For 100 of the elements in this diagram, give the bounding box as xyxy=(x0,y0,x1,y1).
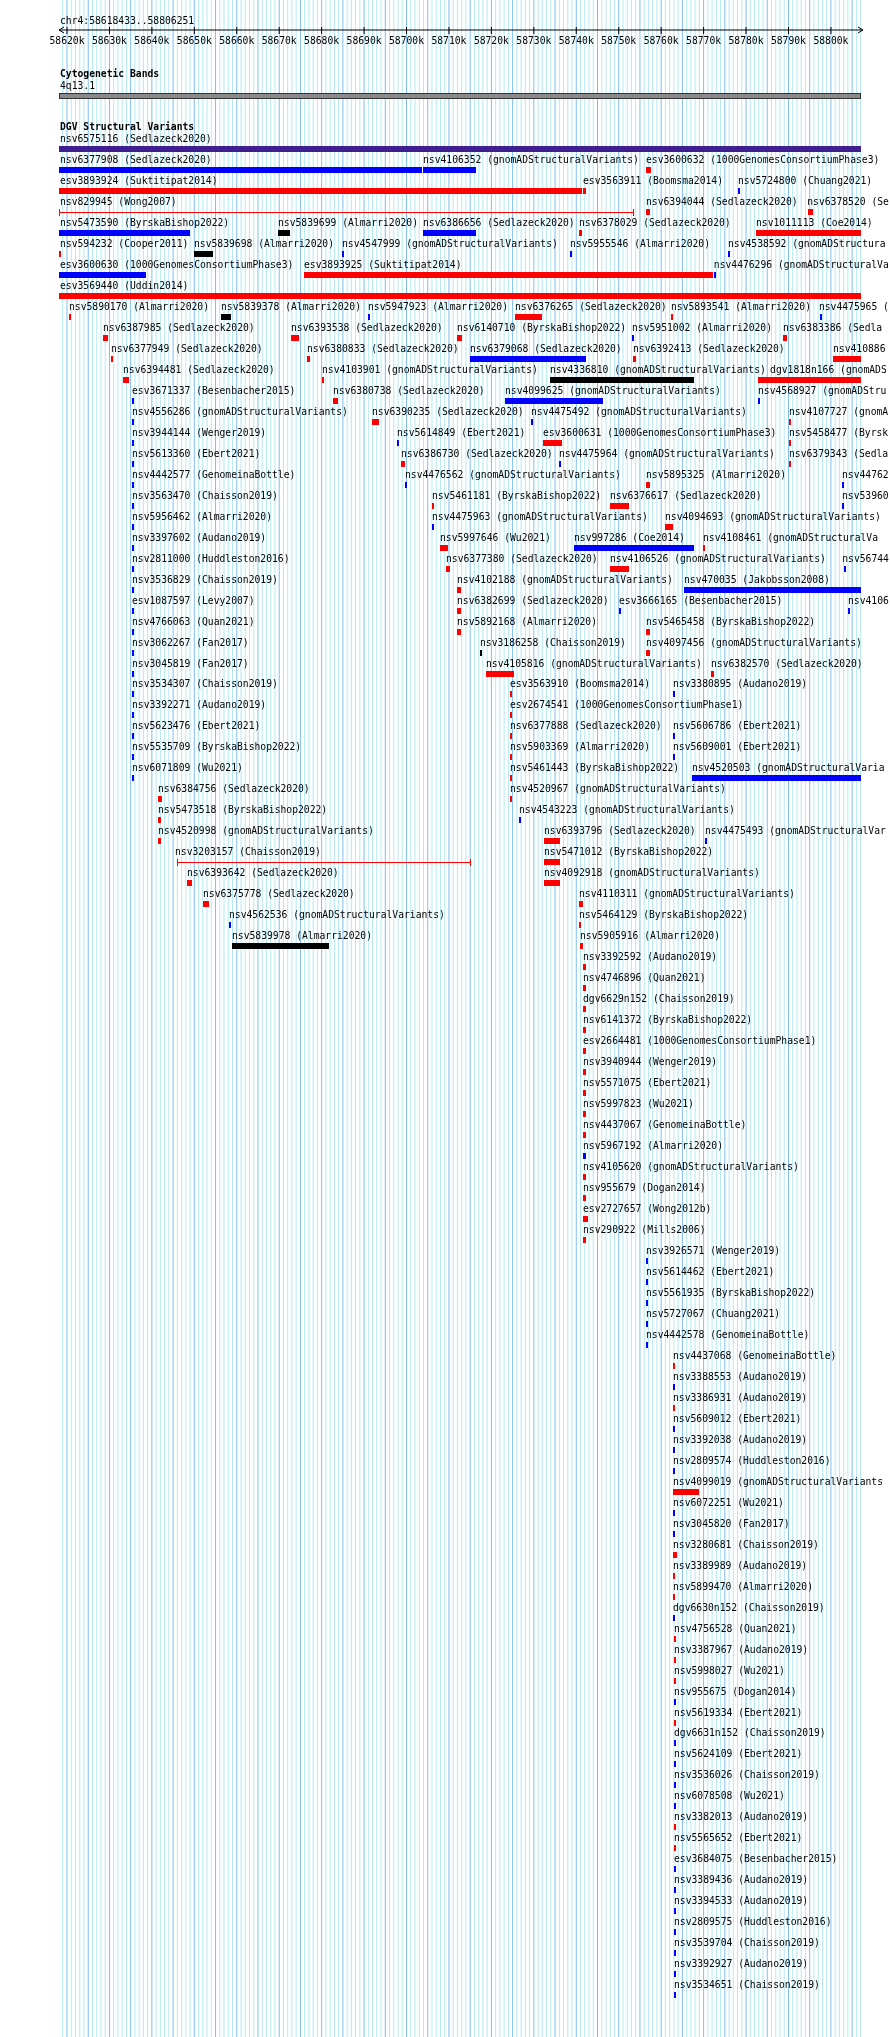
variant-label: dgv1818n166 (gnomADS xyxy=(770,362,887,376)
variant-label: nsv5890170 (Almarri2020) xyxy=(69,299,209,313)
variant-label: nsv6382570 (Sedlazeck2020) xyxy=(711,656,863,670)
tick-label: 58650k xyxy=(176,34,212,47)
variant-label: nsv6386730 (Sedlazeck2020) xyxy=(401,446,553,460)
variant-label: nsv5839978 (Almarri2020) xyxy=(232,929,372,943)
variant-label: nsv3394533 (Audano2019) xyxy=(674,1894,809,1908)
variant-label: nsv6380833 (Sedlazeck2020) xyxy=(307,341,459,355)
variant-label: nsv3563470 (Chaisson2019) xyxy=(132,488,278,502)
variant-label: nsv5464129 (ByrskaBishop2022) xyxy=(579,908,749,922)
variant-label: nsv4556286 (gnomADStructuralVariants) xyxy=(132,404,348,418)
variant-label: esv2727657 (Wong2012b) xyxy=(583,1201,712,1215)
variant-label: nsv3045820 (Fan2017) xyxy=(673,1516,790,1530)
variant-label: nsv5461443 (ByrskaBishop2022) xyxy=(510,761,680,775)
variant-label: esv1087597 (Levy2007) xyxy=(132,593,255,607)
variant-label: nsv4099019 (gnomADStructuralVariants xyxy=(673,1474,883,1488)
tick-label: 58730k xyxy=(516,34,552,47)
variant-label: nsv4336810 (gnomADStructuralVariants) xyxy=(550,362,766,376)
variant-label: esv3600630 (1000GenomesConsortiumPhase3) xyxy=(60,257,294,271)
variant-label: nsv4107727 (gnomA xyxy=(789,404,889,418)
variant-label: nsv5465458 (ByrskaBishop2022) xyxy=(646,614,816,628)
variant-label: nsv5967192 (Almarri2020) xyxy=(583,1139,723,1153)
variant-label: nsv5623476 (Ebert2021) xyxy=(132,719,261,733)
tick-label: 58640k xyxy=(134,34,170,47)
variant-label: nsv5624109 (Ebert2021) xyxy=(674,1747,803,1761)
variant-label: nsv4442577 (GenomeinaBottle) xyxy=(132,467,296,481)
variant-label: nsv2809574 (Huddleston2016) xyxy=(673,1453,831,1467)
variant-label: nsv6392413 (Sedlazeck2020) xyxy=(633,341,785,355)
variant-label: nsv5535709 (ByrskaBishop2022) xyxy=(132,740,302,754)
variant-label: nsv6377888 (Sedlazeck2020) xyxy=(510,719,662,733)
variant-label: nsv4538592 (gnomADStructura xyxy=(728,236,886,250)
variant-label: nsv997286 (Coe2014) xyxy=(574,530,685,544)
tick-label: 58660k xyxy=(219,34,255,47)
variant-label: nsv5951002 (Almarri2020) xyxy=(632,320,772,334)
variant-label: nsv4106526 (gnomADStructuralVariants) xyxy=(610,551,826,565)
variant-label: nsv3940944 (Wenger2019) xyxy=(583,1055,718,1069)
variant-label: nsv5955546 (Almarri2020) xyxy=(570,236,710,250)
variant-label: nsv3944144 (Wenger2019) xyxy=(132,425,267,439)
variant-label: nsv6387985 (Sedlazeck2020) xyxy=(103,320,255,334)
variant-label: nsv3045819 (Fan2017) xyxy=(132,656,249,670)
variant-label: nsv6575116 (Sedlazeck2020) xyxy=(60,132,212,145)
tick-label: 58710k xyxy=(431,34,467,47)
variant-label: nsv4102188 (gnomADStructuralVariants) xyxy=(457,572,673,586)
variant-label: nsv53960 xyxy=(842,488,889,502)
variant-label: nsv5727067 (Chuang2021) xyxy=(646,1306,781,1320)
variant-label: nsv4103901 (gnomADStructuralVariants) xyxy=(322,362,538,376)
variant-label: nsv5471012 (ByrskaBishop2022) xyxy=(544,845,714,859)
variant-label: nsv5571075 (Ebert2021) xyxy=(583,1076,712,1090)
variant-label: nsv4108461 (gnomADStructuralVa xyxy=(703,530,878,544)
variant-label: nsv5997646 (Wu2021) xyxy=(440,530,551,544)
variant-label: nsv5565652 (Ebert2021) xyxy=(674,1831,803,1845)
variant-label: nsv6379343 (Sedla xyxy=(789,446,889,460)
variant-label: nsv4766063 (Quan2021) xyxy=(132,614,255,628)
tick-label: 58680k xyxy=(304,34,340,47)
variant-label: esv2674541 (1000GenomesConsortiumPhase1) xyxy=(510,698,744,712)
variant-label: nsv5899470 (Almarri2020) xyxy=(673,1579,813,1593)
variant-label: nsv6393538 (Sedlazeck2020) xyxy=(291,320,443,334)
variant-label: nsv5614849 (Ebert2021) xyxy=(397,425,526,439)
variant-label: nsv5614462 (Ebert2021) xyxy=(646,1264,775,1278)
tick-label: 58630k xyxy=(91,34,127,47)
variant-label: nsv4547999 (gnomADStructuralVariants) xyxy=(342,236,558,250)
variant-label: nsv4568927 (gnomADStru xyxy=(758,383,887,397)
variant-label: nsv6378520 (Se xyxy=(807,194,889,208)
variant-label: nsv410886 xyxy=(833,341,886,355)
tick-label: 58740k xyxy=(558,34,594,47)
variant-label: nsv3392038 (Audano2019) xyxy=(673,1432,808,1446)
variant-label: nsv3389436 (Audano2019) xyxy=(674,1873,809,1887)
variant-label: nsv6379068 (Sedlazeck2020) xyxy=(470,341,622,355)
variant-label: nsv6380738 (Sedlazeck2020) xyxy=(333,383,485,397)
tick-label: 58760k xyxy=(643,34,679,47)
variant-label: nsv5903369 (Almarri2020) xyxy=(510,740,650,754)
variant-label: nsv5613360 (Ebert2021) xyxy=(132,446,261,460)
variant-label: nsv56744 xyxy=(842,551,889,565)
variant-label: nsv4106 xyxy=(848,593,889,607)
variant-label: nsv5609012 (Ebert2021) xyxy=(673,1411,802,1425)
tick-label: 58780k xyxy=(728,34,764,47)
variant-label: nsv3386931 (Audano2019) xyxy=(673,1390,808,1404)
tick-label: 58750k xyxy=(601,34,637,47)
variant-label: nsv6072251 (Wu2021) xyxy=(673,1495,784,1509)
variant-label: nsv5724800 (Chuang2021) xyxy=(738,173,873,187)
variant-label: nsv44762 xyxy=(842,467,889,481)
variant-label: nsv6393642 (Sedlazeck2020) xyxy=(187,866,339,880)
variant-label: nsv4105620 (gnomADStructuralVariants) xyxy=(583,1160,799,1173)
variant-label: nsv4476562 (gnomADStructuralVariants) xyxy=(405,467,621,481)
variant-label: nsv3392271 (Audano2019) xyxy=(132,698,267,712)
variant-label: esv3563911 (Boomsma2014) xyxy=(583,173,723,187)
variant-label: nsv3203157 (Chaisson2019) xyxy=(175,845,321,859)
tick-label: 58770k xyxy=(686,34,722,47)
variant-label: nsv4094693 (gnomADStructuralVariants) xyxy=(665,509,881,523)
variant-label: nsv6394481 (Sedlazeck2020) xyxy=(123,362,275,376)
variant-label: nsv4475492 (gnomADStructuralVariants) xyxy=(531,404,747,418)
variant-label: nsv3392927 (Audano2019) xyxy=(674,1957,809,1971)
variant-label: nsv3380895 (Audano2019) xyxy=(673,677,808,691)
locus-label: chr4:58618433..58806251 xyxy=(60,14,195,27)
variant-label: dgv6630n152 (Chaisson2019) xyxy=(673,1600,825,1614)
variant-label: esv3684075 (Besenbacher2015) xyxy=(674,1852,838,1866)
variant-label: nsv4437068 (GenomeinaBottle) xyxy=(673,1348,837,1362)
variant-label: nsv3280681 (Chaisson2019) xyxy=(673,1537,819,1551)
variant-label: nsv6078508 (Wu2021) xyxy=(674,1789,785,1803)
variant-label: esv3600631 (1000GenomesConsortiumPhase3) xyxy=(543,425,777,439)
